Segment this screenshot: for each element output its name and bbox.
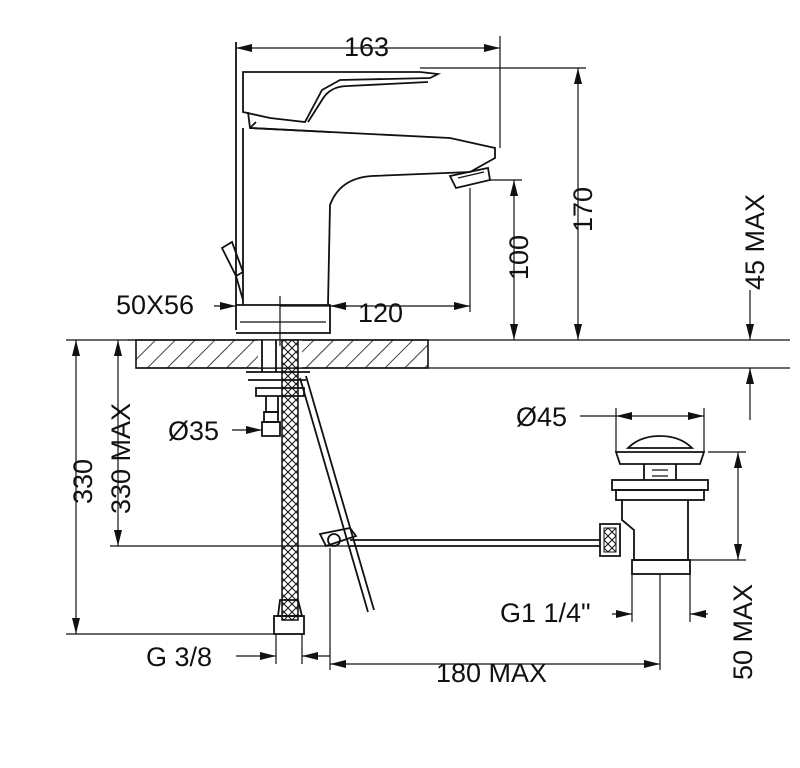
countertop	[128, 339, 790, 369]
dim-50x56: 50X56	[116, 290, 194, 320]
supply-hose	[246, 339, 310, 635]
dim-163: 163	[344, 32, 389, 62]
faucet-body	[220, 42, 496, 334]
dim-diameter-35: Ø35	[168, 416, 219, 446]
dim-120: 120	[358, 298, 403, 328]
dim-100: 100	[504, 235, 534, 280]
dim-g-3-8: G 3/8	[146, 642, 212, 672]
dim-g1-1-4: G1 1/4"	[500, 598, 591, 628]
dim-180-max: 180 MAX	[436, 658, 547, 688]
dim-50-max: 50 MAX	[728, 584, 758, 680]
drain-assembly	[599, 435, 709, 575]
dim-330-max: 330 MAX	[106, 403, 136, 514]
dimension-lines	[66, 36, 754, 670]
dim-diameter-45: Ø45	[516, 402, 567, 432]
dim-170: 170	[568, 187, 598, 232]
dim-45-max: 45 MAX	[740, 194, 770, 290]
dim-330: 330	[68, 459, 98, 504]
